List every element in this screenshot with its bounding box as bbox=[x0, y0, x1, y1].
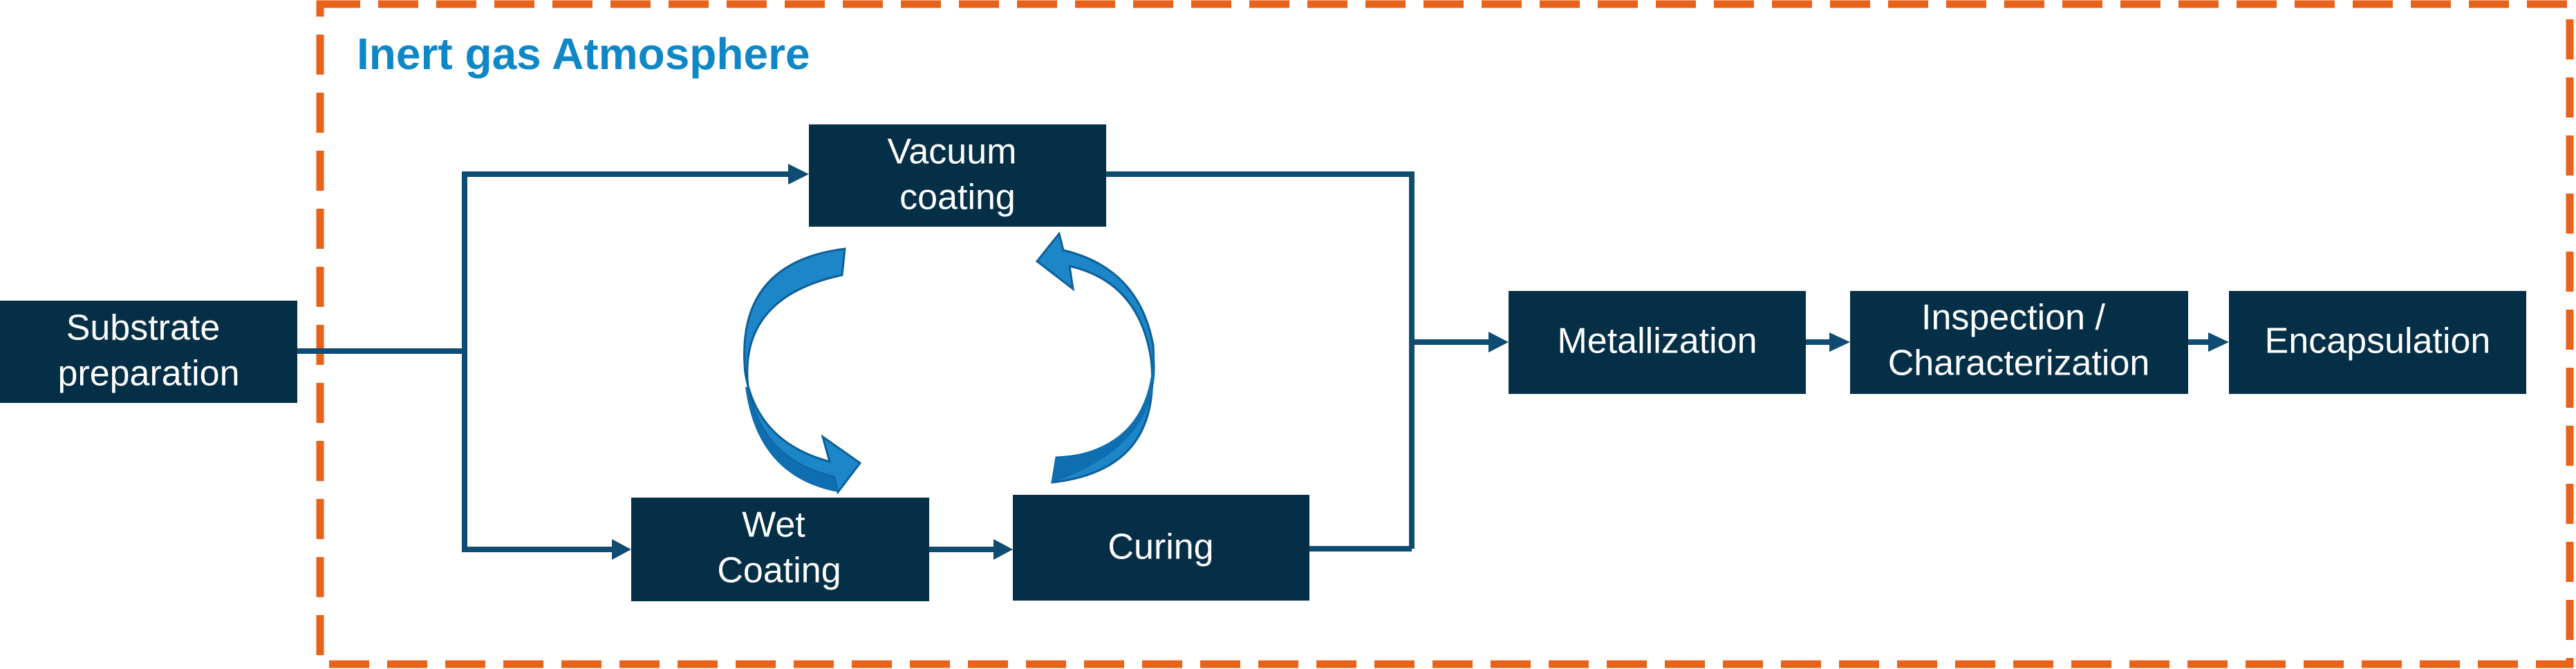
step-encapsulation: Encapsulation bbox=[2229, 291, 2526, 394]
inspection-line2: Characterization bbox=[1888, 343, 2150, 384]
arrowhead-metallization bbox=[1488, 332, 1509, 352]
step-vacuum-coating: Vacuum coating bbox=[809, 124, 1106, 227]
step-curing: Curing bbox=[1013, 495, 1309, 601]
step-metallization: Metallization bbox=[1509, 291, 1806, 394]
vacuum-line2: coating bbox=[899, 178, 1016, 218]
inspection-line1: Inspection / bbox=[1921, 298, 2105, 338]
inert-gas-region bbox=[316, 0, 2574, 668]
step-wet-coating: Wet Coating bbox=[631, 498, 929, 601]
encapsulation-label: Encapsulation bbox=[2265, 321, 2491, 361]
arrowhead-wet bbox=[612, 539, 631, 560]
cycle-arrows bbox=[743, 231, 1155, 495]
connector-vacuum-merge bbox=[1106, 171, 1415, 549]
step-substrate-preparation: Substrate preparation bbox=[0, 301, 297, 403]
connector-branch-vacuum bbox=[462, 171, 788, 351]
flow-connectors bbox=[297, 164, 2229, 560]
curved-arrow-up-icon bbox=[1035, 231, 1155, 484]
substrate-line2: preparation bbox=[57, 354, 239, 394]
arrowhead-encapsulation bbox=[2208, 332, 2229, 352]
curved-arrow-down-icon bbox=[743, 247, 862, 495]
arrowhead-inspection bbox=[1829, 332, 1850, 352]
step-inspection-characterization: Inspection / Characterization bbox=[1850, 291, 2188, 394]
metallization-label: Metallization bbox=[1557, 321, 1757, 361]
wet-line2: Coating bbox=[717, 551, 841, 591]
region-title: Inert gas Atmosphere bbox=[357, 29, 810, 79]
substrate-line1: Substrate bbox=[66, 308, 221, 348]
arrowhead-curing bbox=[993, 539, 1013, 560]
wet-line1: Wet bbox=[742, 505, 805, 545]
connector-branch-wet bbox=[462, 351, 612, 552]
curing-label: Curing bbox=[1108, 527, 1213, 567]
arrowhead-vacuum bbox=[788, 164, 809, 185]
vacuum-line1: Vacuum bbox=[888, 132, 1017, 172]
